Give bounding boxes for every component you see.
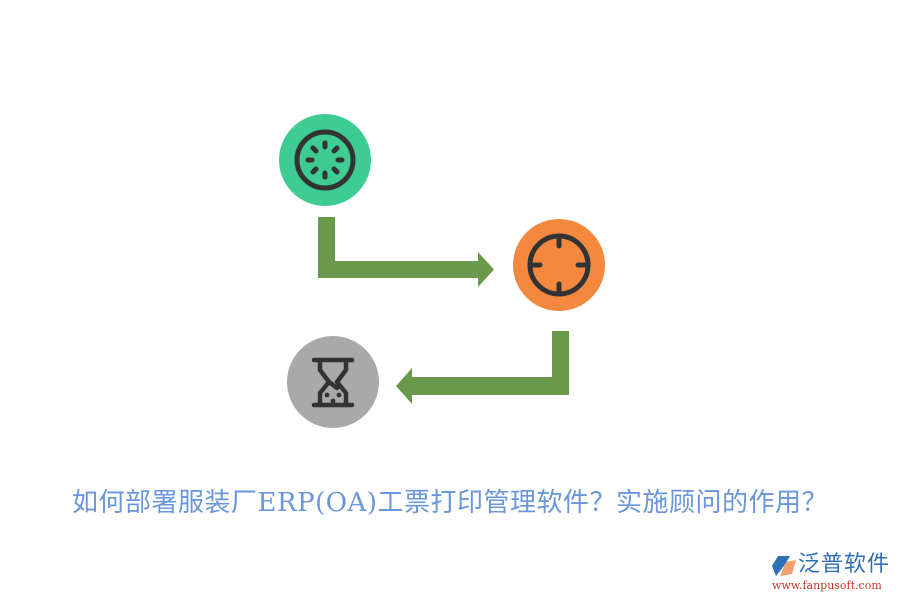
target-node	[513, 219, 605, 311]
loading-node	[279, 114, 371, 206]
brand-name: 泛普软件	[798, 552, 891, 577]
brand-url[interactable]: www.fanpusoft.com	[772, 579, 882, 592]
crosshair-target-icon	[527, 233, 591, 297]
brand-logo[interactable]: 泛普软件 www.fanpusoft.com	[770, 552, 895, 596]
fanpu-logo-icon	[772, 556, 796, 576]
page-title: 如何部署服装厂ERP(OA)工票打印管理软件？实施顾问的作用？	[72, 488, 828, 518]
loading-spinner-icon	[294, 129, 356, 191]
hourglass-node	[287, 336, 379, 428]
hourglass-icon	[311, 357, 355, 408]
